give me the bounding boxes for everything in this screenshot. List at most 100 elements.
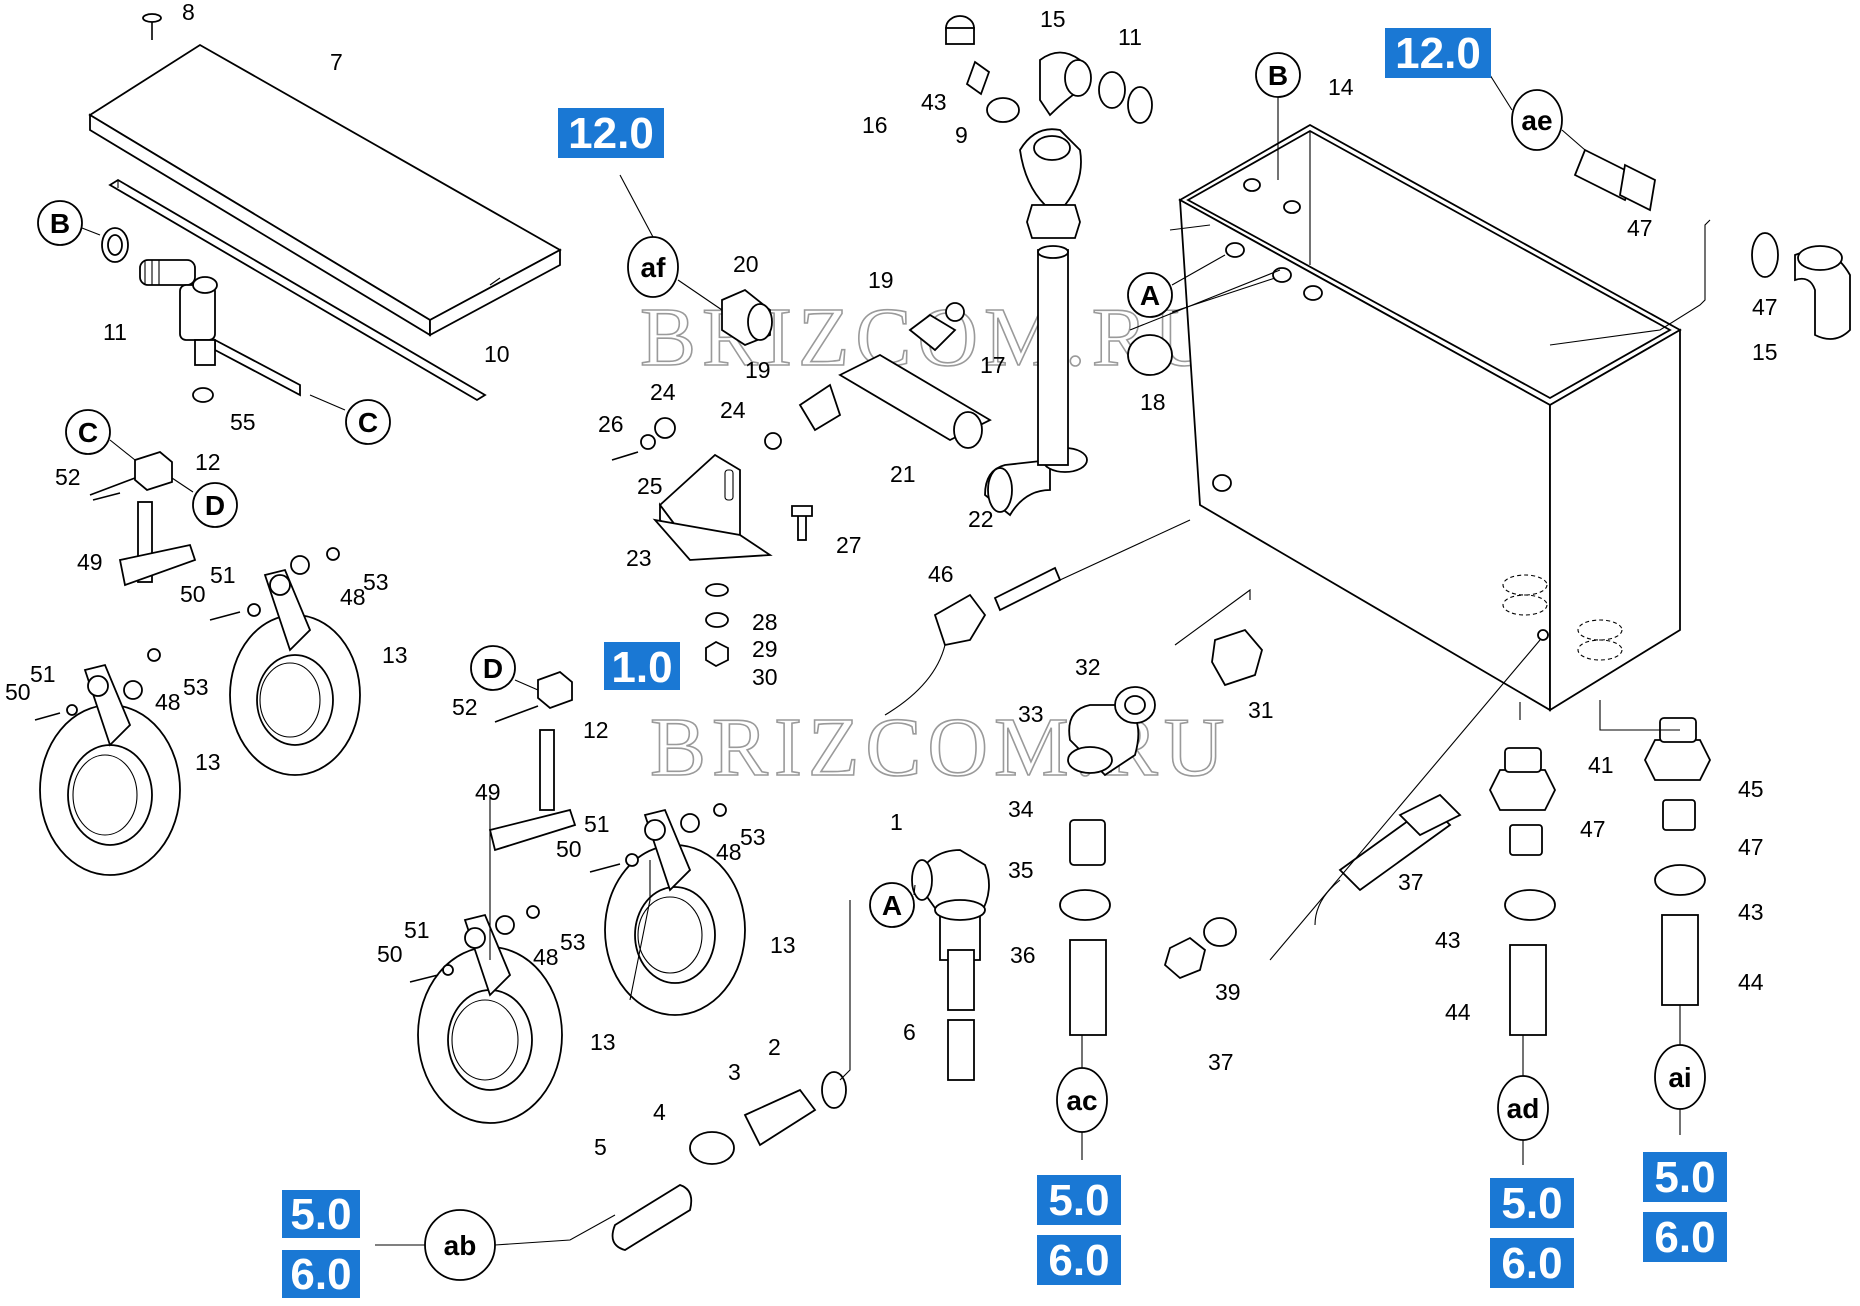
- part-label-23: 23: [626, 545, 652, 571]
- part-label-15: 15: [1040, 6, 1066, 32]
- part-label-49b: 48: [155, 689, 181, 715]
- part-label-18: 18: [1140, 389, 1166, 415]
- part-label-43: 43: [1435, 927, 1461, 953]
- part-label-31: 31: [1248, 697, 1274, 723]
- ref-1-0: 1.0: [604, 642, 680, 692]
- svg-text:12.0: 12.0: [1395, 29, 1481, 78]
- svg-text:A: A: [1140, 280, 1160, 311]
- svg-text:af: af: [641, 252, 667, 283]
- part-label-49d: 48: [533, 944, 559, 970]
- svg-text:C: C: [78, 417, 98, 448]
- part-label-49c: 48: [716, 839, 742, 865]
- part-label-26: 26: [598, 411, 624, 437]
- svg-text:C: C: [358, 407, 378, 438]
- svg-text:ae: ae: [1521, 105, 1552, 136]
- part-label-28: 28: [752, 609, 778, 635]
- part-label-6: 6: [903, 1019, 916, 1045]
- part-label-22: 22: [968, 506, 994, 532]
- part-label-12: 12: [195, 449, 221, 475]
- connector-ai: ai: [1654, 1044, 1706, 1110]
- castor-wheel-lower-front: [417, 913, 563, 1124]
- strip-part: [108, 178, 487, 402]
- svg-text:ac: ac: [1066, 1085, 1097, 1116]
- part-label-5: 5: [594, 1134, 607, 1160]
- part-label-55: 55: [230, 409, 256, 435]
- nipples-6: [947, 949, 975, 1081]
- part-label-7: 7: [330, 49, 343, 75]
- part-label-46: 46: [928, 561, 954, 587]
- fittings-column-45: [1643, 717, 1712, 1006]
- part-label-53c: 53: [740, 824, 766, 850]
- part-label-47: 47: [1627, 215, 1653, 241]
- svg-text:B: B: [50, 208, 70, 239]
- svg-text:6.0: 6.0: [1654, 1213, 1715, 1262]
- ref-12-0-right: 12.0: [1385, 28, 1491, 78]
- castor-wheel-lower-rear: [604, 808, 746, 1016]
- part-label-51b: 50: [5, 679, 31, 705]
- part-label-37: 37: [1398, 869, 1424, 895]
- part-label-4: 4: [653, 1099, 666, 1125]
- part-label-29: 29: [752, 636, 778, 662]
- connector-ac: ac: [1056, 1067, 1108, 1133]
- svg-text:6.0: 6.0: [290, 1250, 351, 1299]
- castor-wheel-left-front: [39, 663, 181, 876]
- part-label-47c: 47: [1738, 834, 1764, 860]
- part-label-20: 20: [733, 251, 759, 277]
- part-label-47b: 47: [1580, 816, 1606, 842]
- hose-nipple-47-top: [1573, 148, 1656, 212]
- part-label-19b: 19: [745, 357, 771, 383]
- ref-5-0-ab: 5.0: [282, 1190, 360, 1239]
- part-label-51c: 50: [556, 836, 582, 862]
- part-label-53d: 53: [560, 929, 586, 955]
- part-label-11b: 11: [1118, 24, 1142, 50]
- lid-cover: [88, 43, 562, 337]
- part-label-13: 13: [382, 642, 408, 668]
- part-label-13c: 13: [770, 932, 796, 958]
- axle-bracket-lower: [488, 729, 577, 852]
- connector-D-left: D: [192, 482, 238, 528]
- part-label-52c: 52: [452, 694, 478, 720]
- connector-ae: ae: [1511, 89, 1563, 151]
- elbow-15-right: [1751, 232, 1851, 340]
- connector-af: af: [627, 236, 679, 298]
- connector-B-left: B: [37, 200, 83, 246]
- part-label-48: 47: [1752, 294, 1778, 320]
- connector-A-tank: A: [1127, 272, 1173, 318]
- part-label-39: 39: [1215, 979, 1241, 1005]
- svg-text:5.0: 5.0: [1048, 1176, 1109, 1225]
- svg-text:A: A: [882, 890, 902, 921]
- part-label-44: 44: [1445, 999, 1471, 1025]
- castor-wheel-left-rear: [229, 568, 361, 776]
- ref-5-0-ad: 5.0: [1490, 1178, 1574, 1228]
- connector-ad: ad: [1497, 1075, 1549, 1141]
- part-label-36: 36: [1010, 942, 1036, 968]
- probe-46: [884, 566, 1062, 716]
- part-label-40: 43: [921, 89, 947, 115]
- part-label-43b: 43: [1738, 899, 1764, 925]
- part-label-34: 34: [1008, 796, 1034, 822]
- connector-A-elbow: A: [869, 882, 915, 928]
- part-label-24: 24: [650, 379, 676, 405]
- part-label-8: 8: [182, 0, 195, 25]
- ref-12-0-left: 12.0: [558, 108, 664, 158]
- nipple-31: [1211, 628, 1263, 687]
- svg-text:5.0: 5.0: [290, 1190, 351, 1239]
- float-valve-assembly: [101, 227, 301, 403]
- washer-32: [1114, 686, 1156, 724]
- part-label-19: 19: [868, 267, 894, 293]
- clamp-block-left: [89, 450, 173, 496]
- sensor-37: [1163, 793, 1462, 980]
- plug-18: [1127, 334, 1173, 376]
- svg-text:6.0: 6.0: [1048, 1236, 1109, 1285]
- part-label-24b: 24: [720, 397, 746, 423]
- part-label-2: 2: [768, 1034, 781, 1060]
- part-label-35: 35: [1008, 857, 1034, 883]
- part-label-54b: 51: [30, 661, 56, 687]
- part-label-49: 48: [340, 584, 366, 610]
- pipe-riser-assembly: [945, 15, 1153, 466]
- part-label-12c: 12: [583, 717, 609, 743]
- part-label-11: 11: [103, 319, 127, 345]
- connector-C-left: C: [65, 409, 111, 455]
- elbow-1: [911, 849, 990, 961]
